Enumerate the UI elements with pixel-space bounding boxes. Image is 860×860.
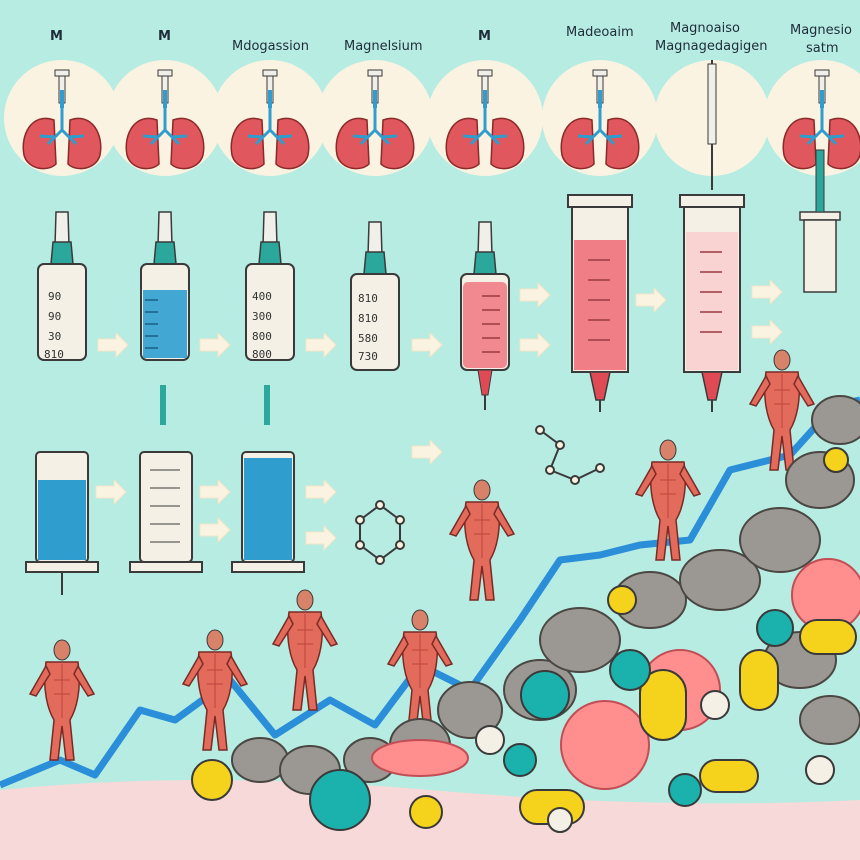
label-col7-line2: Magnagedagigen — [655, 39, 767, 54]
label-col2: M — [158, 29, 171, 44]
molecule-icon — [535, 425, 605, 485]
syringe-lower-2 — [129, 385, 203, 573]
vial-1: 90 90 30 810 — [37, 211, 87, 361]
vial-3-tick-3: 800 — [252, 330, 272, 343]
label-col4: Magnelsium — [344, 39, 423, 54]
pill-icon — [309, 609, 794, 831]
vial-4-tick-3: 580 — [358, 332, 378, 345]
vial-3: 400 300 800 800 — [245, 211, 295, 361]
syringe-needle-icon — [707, 60, 717, 190]
syringe-big-2 — [679, 194, 745, 412]
vial-2 — [140, 211, 190, 361]
syringe-small — [799, 149, 841, 293]
vial-3-tick-4: 800 — [252, 348, 272, 361]
label-col8-line1: Magnesio — [790, 23, 852, 38]
label-col7-line1: Magnoaiso — [670, 21, 740, 36]
label-col3: Mdogassion — [232, 39, 309, 54]
label-col8-line2: satm — [806, 41, 839, 56]
vial-3-tick-2: 300 — [252, 310, 272, 323]
vial-4: 810 810 580 730 — [350, 221, 400, 371]
vial-1-tick-2: 90 — [48, 310, 61, 323]
vial-1-tick-1: 90 — [48, 290, 61, 303]
vial-5 — [460, 221, 510, 410]
vial-1-tick-4: 810 — [44, 348, 64, 361]
vial-4-tick-4: 730 — [358, 350, 378, 363]
label-col1: M — [50, 29, 63, 44]
progress-curve — [0, 396, 860, 789]
pill-icon — [475, 690, 835, 833]
vial-1-tick-3: 30 — [48, 330, 61, 343]
molecule-icon — [355, 500, 405, 565]
label-col6: Madeoaim — [566, 25, 634, 40]
vial-4-tick-1: 810 — [358, 292, 378, 305]
syringe-lower-3 — [231, 385, 305, 573]
syringe-big-1 — [567, 194, 633, 412]
label-col5: M — [478, 29, 491, 44]
vial-3-tick-1: 400 — [252, 290, 272, 303]
vial-4-tick-2: 810 — [358, 312, 378, 325]
syringe-lower-1 — [25, 451, 99, 595]
